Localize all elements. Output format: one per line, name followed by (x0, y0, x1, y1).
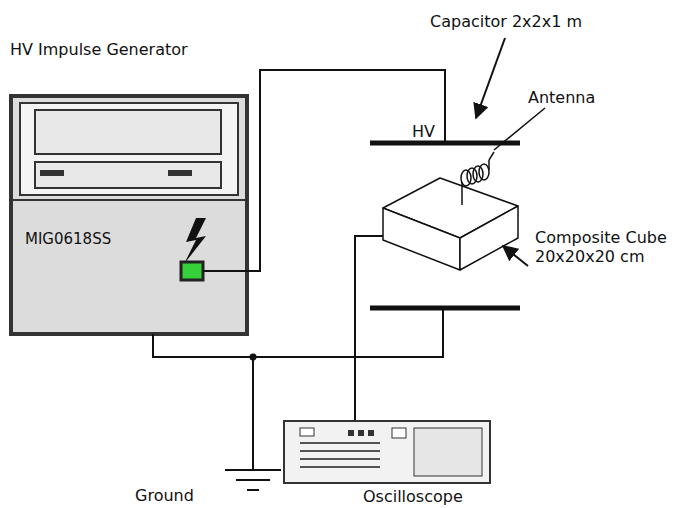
part-label: Antenna (528, 88, 595, 107)
oscilloscope-box: Oscilloscope (283, 420, 493, 506)
ground-symbol (225, 470, 281, 490)
pointer-arrow (503, 246, 528, 266)
capacitor-plate (370, 306, 520, 311)
part-label: Ground (135, 486, 194, 505)
pointer-arrow (476, 38, 505, 118)
junction-dot (250, 354, 257, 361)
part-label: Composite Cube 20x20x20 cm (535, 228, 685, 266)
leader-line (494, 108, 545, 150)
model-label: MIG0618SS (25, 230, 111, 248)
part-label: Capacitor 2x2x1 m (430, 12, 582, 31)
impulse-generator (11, 96, 247, 334)
oscilloscope-device (284, 421, 490, 483)
wires (153, 70, 445, 470)
generator-box: HV Impulse GeneratorMIG0618SS (10, 40, 250, 336)
device-label: HV Impulse Generator (10, 40, 188, 59)
part-label: HV (412, 122, 435, 141)
capacitor-plate (370, 141, 520, 146)
composite-cube (383, 178, 518, 270)
antenna-coil (461, 152, 494, 205)
device-label: Oscilloscope (363, 487, 463, 506)
